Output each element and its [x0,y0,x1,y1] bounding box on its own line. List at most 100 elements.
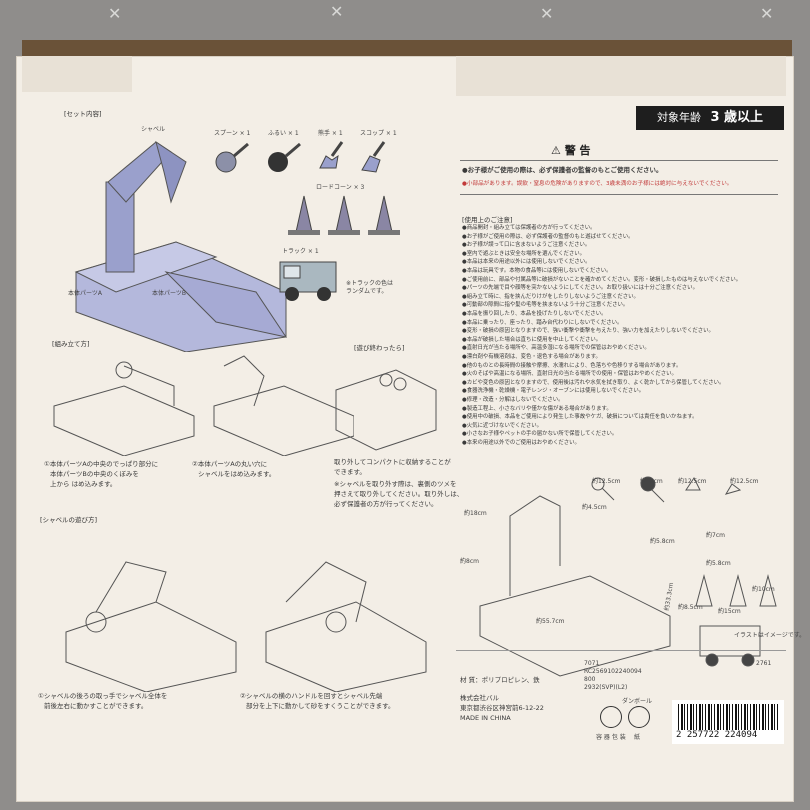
caution-line: ●パーツの先端で目や顔等を突かないようにしてください。お取り扱いには十分ご注意く… [462,285,698,292]
usage-step1-l2: 前後左右に動かすことができます。 [44,702,148,710]
recycle-pp-label: 容 器 包 装 [596,734,626,741]
storage-text-2: できます。 [334,468,366,476]
caution-line: ●商品開封・組み立ては保護者の方が行ってください。 [462,225,596,231]
label-rake: ふるい × 1 [268,130,299,137]
caution-line: ●本品は玩具です。本物の食品等には使用しないでください。 [462,268,612,274]
warning-line1: ●お子様がご使用の際は、必ず保護者の監督のもとご使用ください。 [462,166,663,174]
contents-header: [セット内容] [64,110,102,118]
storage-illustration [335,369,437,451]
assembly-step2-l1: ②本体パーツAの丸い穴に [192,460,268,468]
floor-tile-mark: ✕ [540,4,554,23]
caution-line: ●本品が破損した場合は直ちに使用を中止してください。 [462,336,602,343]
caution-line: ●製造工程上、小さなバリや僅かな傷がある場合があります。 [462,405,612,412]
caution-line: ●可動部の隙間に指や髪の毛等を挟まないよう十分ご注意ください。 [462,302,629,309]
warning-title: ⚠ 警 告 [551,144,591,157]
truck-illustration [279,261,337,301]
storage-text-1: 取り外してコンパクトに収納することが [334,458,451,466]
excavator-set-illustration [74,140,288,352]
code-2: RC2569102240094 [584,668,642,675]
code-3: 800 [584,676,596,683]
cardboard-label: ダンボール [622,698,653,705]
code-4: 2932(SVP)(L2) [584,684,628,691]
address: 東京都渋谷区神宮前6-12-22 [460,704,544,712]
dimensions-illustration [479,476,777,677]
caution-line: ●カビや変色の原因となりますので、使用後は汚れや水気を拭き取り、よく乾かしてから… [462,379,725,386]
target-age-badge: 対象年齢 3 歳以上 [636,106,784,130]
usage-illustration [65,561,427,692]
footer-rule [456,650,786,651]
made-in: MADE IN CHINA [460,714,511,722]
truck-note-1: ※トラックの色は [346,280,394,287]
caution-line: ●お子様がご使用の際は、必ず保護者の監督のもと遊ばせてください。 [462,233,634,240]
label-scoop: スコップ × 1 [360,130,397,137]
assembly-illustration [53,355,354,456]
barcode-bars [678,704,778,730]
storage-text-4: 押さえて取り外してください。取り外しは、 [334,490,464,498]
dim-spoon-h: 約4.5cm [582,504,607,511]
caution-line: ●修理・改造・分解はしないでください。 [462,397,564,403]
assembly-step1-l3: 上から はめ込みます。 [50,480,117,488]
dim-truck-d: 約8.5cm [678,604,703,611]
floor-tile-mark: ✕ [108,4,122,23]
caution-line: ●変形・破損の原因となりますので、強い衝撃や衝撃を与えたり、強い力を加えたりしな… [462,328,714,335]
toy-box-back: [セット内容] シャベル 本体パーツA 本体パーツB スプーン × 1 ふるい … [16,56,805,802]
caution-line: ●ご使用前に、部品や付属品等に破損がないことを確かめてください。変形・破損したも… [462,276,742,283]
caution-line: ●本来の用途以外でのご使用はおやめください。 [462,440,580,446]
dim-cone-base: 約5.8cm [706,560,731,567]
dim-base-h: 約8cm [460,558,479,565]
recycle-paper-label: 紙 [634,734,641,741]
warning-triangle-icon: ⚠ [551,144,561,157]
caution-line: ●室内で遊ぶときは安全な場所を選んでください。 [462,250,586,257]
box-flap-left [22,56,132,92]
dim-truck-h: 約10cm [752,586,775,593]
box-flap-right [456,56,786,96]
label-shovel: シャベル [141,126,166,133]
label-cones: ロードコーン × 3 [316,184,365,191]
company: 株式会社バル [460,694,499,702]
dim-cone-h: 約5.8cm [650,538,675,545]
illustration-note: イラストはイメージです。 [734,632,806,639]
caution-line: ●使用中の破損、本品をご使用により発生した事故やケガ、破損については責任を負いか… [462,414,698,421]
caution-line: ●本品に乗ったり、座ったり、踏み台代わりにしないでください。 [462,319,623,326]
assembly-step1-l2: 本体パーツBの中央のくぼみを [50,470,139,478]
code-1: 7071 [584,660,600,667]
label-base-b: 本体パーツB [152,290,186,297]
usage-step2-l1: ②シャベルの横のハンドルを回すとシャベル先端 [240,692,383,700]
usage-step2-l2: 部分を上下に動かして砂をすくうことができます。 [246,702,395,710]
cautions-header: [使用上のご注意] [462,216,513,224]
caution-line: ●小さなお子様やペットの手の届かない所で保管してください。 [462,431,618,438]
barcode-number: 2 257722 224094 [676,730,758,740]
dim-spoon-w: 約12.5cm [592,478,621,485]
caution-line: ●組み立て時に、指を挟んだりけがをしたりしないようご注意ください。 [462,293,639,300]
caution-line: ●他のものとの長時間の接触や摩擦、水濡れにより、色落ちや色移りする場合があります… [462,362,682,369]
barcode: 2 257722 224094 [672,700,784,744]
code-right: 2761 [756,660,772,667]
floor-tile-mark: ✕ [760,4,774,23]
tools-illustration [215,141,386,173]
recycle-paper-icon [628,706,650,728]
dim-truck-w: 約15cm [718,608,741,615]
assembly-header: [組み立て方] [52,340,90,348]
label-spoon: スプーン × 1 [214,130,251,137]
label-base-a: 本体パーツA [68,290,102,297]
age-label: 対象年齢 [656,111,701,124]
age-value: 3 歳以上 [710,110,764,125]
caution-line: ●食器洗浄機・乾燥機・電子レンジ・オーブンには使用しないでください。 [462,388,645,395]
assembly-step1-l1: ①本体パーツAの中央のでっぱり部分に [44,460,159,468]
storage-text-3: ※シャベルを取り外す際は、裏側のツメを [334,480,457,488]
caution-line: ●直射日光が当たる場所や、高温多湿になる場所での保管はおやめください。 [462,345,650,352]
assembly-step2-l2: シャベルをはめ込みます。 [198,470,276,478]
label-fork: 熊手 × 1 [318,130,343,137]
warning-line2: ●小部品があります。誤飲・窒息の危険がありますので、3歳未満のお子様には絶対に与… [462,181,733,187]
usage-step1-l1: ①シャベルの後ろの取っ手でシャベル全体を [38,692,168,700]
caution-line: ●お子様が誤って口に含まないようご注意ください。 [462,242,591,249]
dim-rake-w: 約12cm [640,478,663,485]
dim-cone-w: 約7cm [706,532,725,539]
dim-scoop-w: 約12.5cm [730,478,759,485]
warning-rule-bottom [460,194,778,195]
dim-depth: 約55.7cm [536,618,565,625]
caution-line: ●本品を振り回したり、本品を投げたりしないでください。 [462,311,607,317]
dim-fork-w: 約12.5cm [678,478,707,485]
storage-text-5: 必ず保護者の方が行ってください。 [334,500,438,508]
caution-line: ●火のそばや高温になる場所、直射日光の当たる場所での使用・保管はおやめください。 [462,371,677,378]
